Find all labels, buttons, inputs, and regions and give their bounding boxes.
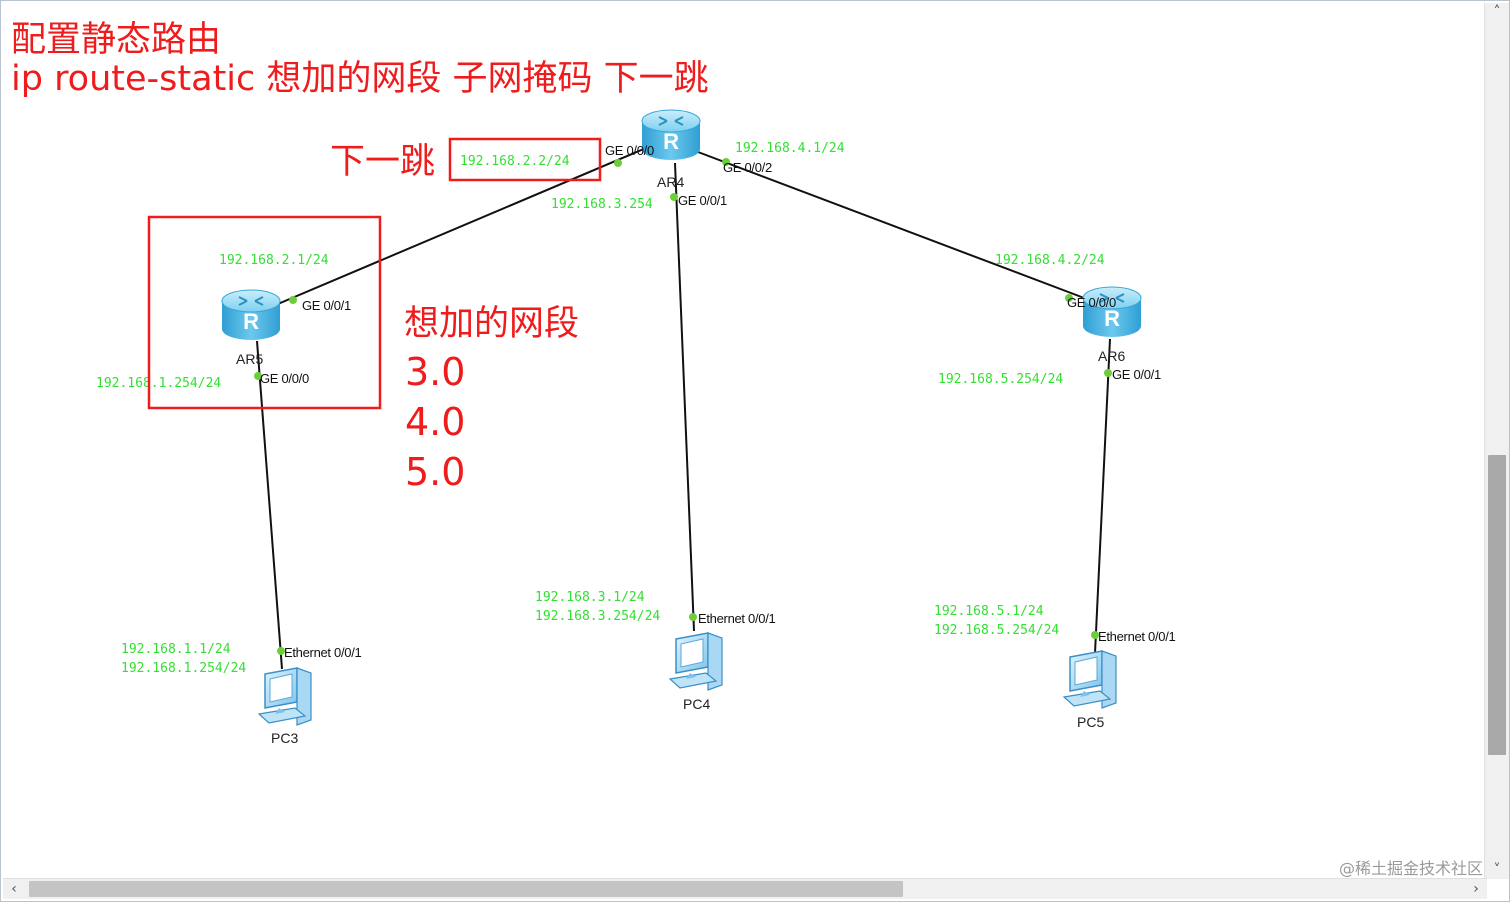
device-name-pc3: PC3 [271, 730, 298, 746]
link-ar6-pc5 [1094, 338, 1111, 654]
port-dot-ar4-g2[interactable] [722, 158, 730, 166]
link-ar5-pc3 [256, 340, 283, 670]
annotation-next-hop: 下一跳 [330, 142, 435, 182]
annotation-desired-networks: 想加的网段 [404, 304, 579, 344]
port-dots [254, 158, 1112, 655]
device-name-pc4: PC4 [683, 696, 710, 712]
ip-label-ar4-g2: 192.168.4.1/24 [735, 141, 845, 156]
computer-icon [1063, 650, 1117, 709]
scroll-right-icon[interactable]: › [1473, 881, 1479, 897]
computer-icon [258, 667, 312, 726]
ip-label-pc5-ip: 192.168.5.1/24 [934, 604, 1044, 619]
port-dot-ar4-g0[interactable] [614, 159, 622, 167]
vertical-scroll-thumb[interactable] [1488, 455, 1506, 755]
computer-icon [669, 632, 723, 691]
router-ar5[interactable] [221, 289, 281, 341]
annotation-network-3: 5.0 [405, 450, 465, 494]
router-icon [221, 289, 281, 341]
device-name-ar6: AR6 [1098, 348, 1125, 364]
annotation-network-1: 3.0 [405, 350, 465, 394]
port-label-pc5: Ethernet 0/0/1 [1098, 629, 1176, 644]
topology-canvas: R [11, 20, 1176, 746]
pc-pc5[interactable] [1063, 650, 1117, 709]
ip-label-pc3-ip: 192.168.1.1/24 [121, 642, 231, 657]
pc-pc4[interactable] [669, 632, 723, 691]
ip-label-ar6-g1: 192.168.5.254/24 [938, 372, 1063, 387]
port-label-ar5-g1: GE 0/0/1 [302, 298, 351, 313]
horizontal-scroll-thumb[interactable] [29, 881, 903, 897]
device-name-ar4: AR4 [657, 174, 684, 190]
port-label-pc4: Ethernet 0/0/1 [698, 611, 776, 626]
port-dot-pc5[interactable] [1091, 631, 1099, 639]
scroll-down-icon[interactable]: ˅ [1493, 862, 1501, 878]
port-label-ar5-g0: GE 0/0/0 [260, 371, 309, 386]
ip-label-ar4-g1: 192.168.3.254 [551, 197, 653, 212]
port-label-ar6-g0: GE 0/0/0 [1067, 295, 1116, 310]
port-label-pc3: Ethernet 0/0/1 [284, 645, 362, 660]
link-ar4-ar6 [697, 151, 1101, 305]
device-name-ar5: AR5 [236, 351, 263, 367]
port-dot-ar4-g1[interactable] [670, 193, 678, 201]
port-label-ar6-g1: GE 0/0/1 [1112, 367, 1161, 382]
annotation-title: 配置静态路由 [11, 20, 221, 60]
port-dot-ar5-g1[interactable] [289, 296, 297, 304]
ip-label-ar6-g0: 192.168.4.2/24 [995, 253, 1105, 268]
ip-label-ar4-g0: 192.168.2.2/24 [460, 154, 570, 169]
horizontal-scrollbar[interactable]: ‹ › [3, 878, 1487, 899]
ip-label-ar5-g1: 192.168.2.1/24 [219, 253, 329, 268]
device-name-pc5: PC5 [1077, 714, 1104, 730]
ip-label-pc4-gw: 192.168.3.254/24 [535, 609, 660, 624]
port-dot-ar6-g0[interactable] [1065, 294, 1073, 302]
scroll-up-icon[interactable]: ˄ [1493, 4, 1501, 20]
port-label-ar4-g2: GE 0/0/2 [723, 160, 772, 175]
vertical-scrollbar[interactable]: ˄ ˅ [1484, 3, 1509, 879]
port-dot-ar6-g1[interactable] [1104, 369, 1112, 377]
link-ar4-pc4 [674, 162, 695, 632]
port-dot-ar5-g0[interactable] [254, 372, 262, 380]
scroll-left-icon[interactable]: ‹ [11, 881, 17, 897]
port-dot-pc3[interactable] [277, 647, 285, 655]
watermark: @稀土掘金技术社区 [1338, 859, 1483, 878]
ip-label-pc5-gw: 192.168.5.254/24 [934, 623, 1059, 638]
port-label-ar4-g0: GE 0/0/0 [605, 143, 654, 158]
highlight-box-next-hop [448, 137, 602, 182]
port-label-ar4-g1: GE 0/0/1 [678, 193, 727, 208]
link-ar4-ar5 [258, 147, 647, 313]
ip-label-pc3-gw: 192.168.1.254/24 [121, 661, 246, 676]
annotation-network-2: 4.0 [405, 400, 465, 444]
highlight-box-ar5 [147, 215, 382, 410]
port-dot-pc4[interactable] [689, 613, 697, 621]
annotation-command: ip route-static 想加的网段 子网掩码 下一跳 [11, 59, 709, 99]
ip-label-ar5-g0: 192.168.1.254/24 [96, 376, 221, 391]
ip-label-pc4-ip: 192.168.3.1/24 [535, 590, 645, 605]
pc-pc3[interactable] [258, 667, 312, 726]
